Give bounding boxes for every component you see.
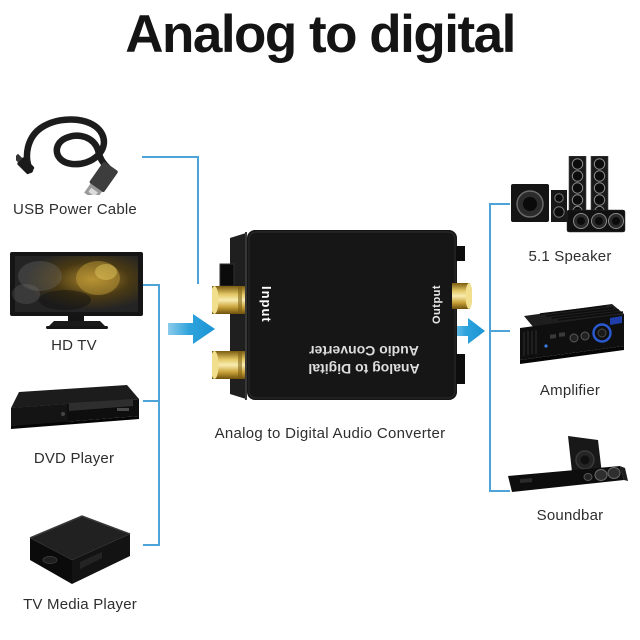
- usb-a-plug-icon: [84, 161, 118, 195]
- converter-output-text: Output: [431, 285, 443, 324]
- amplifier-label: Amplifier: [539, 382, 601, 399]
- converter-print-line1: Analog to Digital: [308, 361, 419, 377]
- right-bracket-line: [489, 203, 491, 492]
- usb-power-cable-image: [16, 116, 118, 195]
- input-arrow-icon: [168, 314, 215, 344]
- page-title: Analog to digital: [125, 5, 516, 64]
- tv-media-player-stub-line: [143, 544, 160, 546]
- converter-input-text: Input: [259, 286, 274, 323]
- hd-tv-image: [10, 252, 143, 329]
- dvd-player-image: [11, 385, 139, 429]
- usb-connector-line-h: [142, 156, 199, 158]
- rca-output-jack: [452, 283, 472, 309]
- rca-input-jack-bottom: [212, 351, 245, 379]
- tv-media-player-label: TV Media Player: [23, 596, 137, 613]
- hd-tv-stub-line: [143, 284, 160, 286]
- output-arrow-icon: [450, 318, 485, 344]
- soundbar-label: Soundbar: [536, 507, 604, 524]
- dvd-player-stub-line: [143, 400, 160, 402]
- speaker-stub-line: [489, 203, 510, 205]
- amplifier-image: [520, 304, 624, 364]
- converter-print-line2: Audio Converter: [309, 343, 419, 359]
- rca-input-jack-top: [212, 286, 245, 314]
- amplifier-stub-line: [489, 330, 510, 332]
- soundbar-stub-line: [489, 490, 510, 492]
- converter-caption: Analog to Digital Audio Converter: [214, 425, 446, 442]
- soundbar-image: [508, 436, 628, 492]
- 5-1-speaker-label: 5.1 Speaker: [528, 248, 612, 265]
- hd-tv-label: HD TV: [51, 337, 97, 354]
- dvd-player-label: DVD Player: [33, 450, 115, 467]
- tv-media-player-image: [29, 515, 131, 584]
- usb-connector-line-v: [197, 156, 199, 284]
- left-bracket-line: [158, 284, 160, 546]
- usb-power-cable-label: USB Power Cable: [13, 201, 137, 218]
- converter-image: Input Output Analog to Digital Audio Con…: [212, 230, 472, 400]
- 5-1-speaker-image: [511, 156, 626, 233]
